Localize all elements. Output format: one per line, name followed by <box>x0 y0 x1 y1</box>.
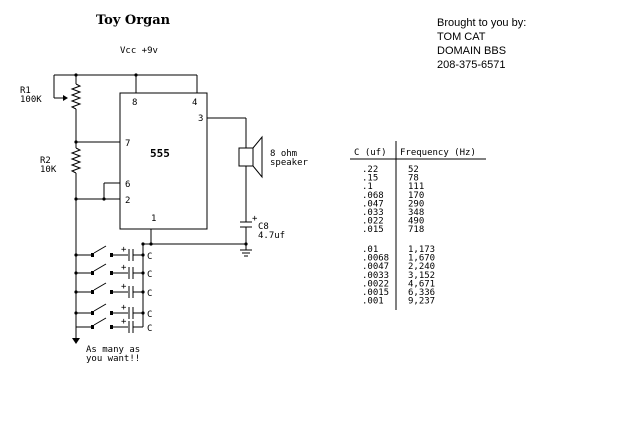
cap-label-1: C <box>147 252 152 262</box>
note-line-2: you want!! <box>86 354 140 364</box>
r1-potentiometer <box>70 75 82 142</box>
pin-3-label: 3 <box>198 114 203 124</box>
key-row-5 <box>76 317 143 333</box>
credit-line-2: TOM CAT <box>437 31 486 43</box>
table-cell-capacitance: .001 <box>362 297 384 307</box>
ic-555 <box>119 92 208 230</box>
table-cell-capacitance: .047 <box>362 199 384 209</box>
key-row-1 <box>74 245 145 261</box>
cap-label-5: C <box>147 324 152 334</box>
c8-plus: + <box>252 214 258 224</box>
table-cell-frequency: 1,173 <box>408 245 435 255</box>
table-cell-capacitance: .0015 <box>362 288 389 298</box>
table-cell-capacitance: .022 <box>362 217 384 227</box>
table-cell-capacitance: .01 <box>362 245 378 255</box>
table-cell-frequency: 4,671 <box>408 279 435 289</box>
page-title: Toy Organ <box>96 13 171 28</box>
cap-plus-1: + <box>121 245 127 255</box>
credit-line-3: DOMAIN BBS <box>437 45 506 57</box>
frequency-table: C (uf) Frequency (Hz) .22 52 .15 78 .1 111 .06… <box>350 141 486 310</box>
ground-bus <box>141 229 248 327</box>
c8-name: C8 <box>258 222 269 232</box>
table-cell-frequency: 170 <box>408 191 424 201</box>
table-cell-capacitance: .0068 <box>362 254 389 264</box>
table-cell-capacitance: .0047 <box>362 262 389 272</box>
table-cell-frequency: 52 <box>408 165 419 175</box>
table-header-capacitance: C (uf) <box>354 148 387 158</box>
key-row-2 <box>74 263 145 279</box>
table-cell-frequency: 111 <box>408 182 424 192</box>
note-line-1: As many as <box>86 345 140 355</box>
table-cell-frequency: 718 <box>408 225 424 235</box>
r1-name: R1 <box>20 86 31 96</box>
speaker-label-2: speaker <box>270 158 309 168</box>
pin-1-label: 1 <box>151 214 156 224</box>
speaker-icon <box>238 135 263 179</box>
speaker-label-1: 8 ohm <box>270 149 297 159</box>
table-cell-capacitance: .15 <box>362 174 378 184</box>
table-cell-frequency: 78 <box>408 174 419 184</box>
credit-line-1: Brought to you by: <box>437 17 526 29</box>
table-header-frequency: Frequency (Hz) <box>400 148 476 158</box>
cap-plus-5: + <box>121 317 127 327</box>
pin7-wire <box>74 140 120 144</box>
pin-2-label: 2 <box>125 196 130 206</box>
table-cell-frequency: 490 <box>408 217 424 227</box>
key-row-4 <box>74 303 145 319</box>
cap-plus-4: + <box>121 303 127 313</box>
pin-6-label: 6 <box>125 180 130 190</box>
table-cell-capacitance: .015 <box>362 225 384 235</box>
cap-plus-3: + <box>121 282 127 292</box>
r2-value: 10K <box>40 165 57 175</box>
cap-plus-2: + <box>121 263 127 273</box>
table-cell-frequency: 290 <box>408 199 424 209</box>
switch-bus <box>72 199 80 344</box>
table-cell-capacitance: .068 <box>362 191 384 201</box>
table-rows: .22 52 .15 78 .1 111 .068 170 .047 290 .033 348 .022… <box>362 165 435 307</box>
cap-label-3: C <box>147 289 152 299</box>
r2-name: R2 <box>40 156 51 166</box>
pin-7-label: 7 <box>125 139 130 149</box>
table-cell-frequency: 9,237 <box>408 297 435 307</box>
c8-value: 4.7uf <box>258 231 285 241</box>
table-cell-capacitance: .1 <box>362 182 373 192</box>
table-cell-frequency: 6,336 <box>408 288 435 298</box>
vcc-label: Vcc +9v <box>120 46 158 56</box>
table-cell-capacitance: .033 <box>362 208 384 218</box>
r2-resistor <box>70 142 82 199</box>
vcc-rail <box>53 73 198 101</box>
ground-icon <box>240 244 252 257</box>
pin6-pin2-wires <box>74 182 120 201</box>
credit-line-4: 208-375-6571 <box>437 59 506 71</box>
table-cell-capacitance: .0022 <box>362 279 389 289</box>
output-wire <box>207 117 247 222</box>
table-cell-frequency: 2,240 <box>408 262 435 272</box>
r1-value: 100K <box>20 95 42 105</box>
table-cell-frequency: 348 <box>408 208 424 218</box>
pin-4-label: 4 <box>192 98 197 108</box>
ic-label: 555 <box>150 147 170 160</box>
table-cell-capacitance: .0033 <box>362 271 389 281</box>
table-cell-frequency: 3,152 <box>408 271 435 281</box>
cap-label-2: C <box>147 270 152 280</box>
c8-capacitor <box>240 221 252 244</box>
key-row-3 <box>74 282 145 298</box>
pin-8-label: 8 <box>132 98 137 108</box>
table-cell-frequency: 1,670 <box>408 254 435 264</box>
cap-label-4: C <box>147 310 152 320</box>
credits-block: Brought to you by: TOM CAT DOMAIN BBS 20… <box>437 17 526 71</box>
table-cell-capacitance: .22 <box>362 165 378 175</box>
